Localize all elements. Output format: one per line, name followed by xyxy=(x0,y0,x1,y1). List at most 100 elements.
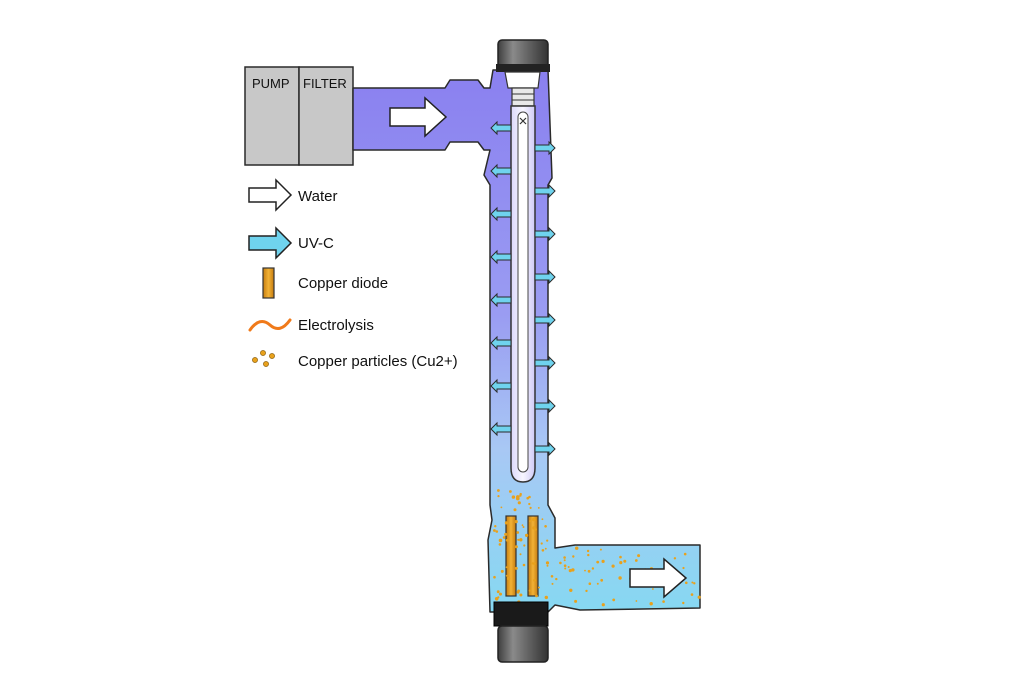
copper-particle xyxy=(500,506,503,509)
copper-particle xyxy=(584,569,586,572)
copper-particle xyxy=(587,569,591,573)
bottom-end-cap xyxy=(493,601,549,663)
copper-particle xyxy=(499,592,502,596)
copper-particle xyxy=(526,496,529,500)
copper-particle xyxy=(569,588,573,592)
copper-particle xyxy=(611,564,615,568)
uvc-arrow-icon xyxy=(534,269,556,285)
copper-particles xyxy=(493,489,701,607)
copper-particle xyxy=(516,495,520,499)
copper-particle xyxy=(533,562,536,565)
uvc-arrow-icon xyxy=(490,421,512,437)
copper-particle xyxy=(496,590,500,594)
copper-particle xyxy=(497,495,500,498)
copper-particle xyxy=(637,554,641,558)
copper-particle xyxy=(682,601,685,605)
copper-particle xyxy=(567,566,570,568)
copper-particle xyxy=(498,543,502,546)
copper-particle xyxy=(500,569,504,573)
pump-box xyxy=(244,66,300,166)
uvc-arrow-icon xyxy=(534,140,556,156)
legend: Water UV-C Copper diode Electrolysis Cop… xyxy=(248,178,458,370)
copper-particle xyxy=(587,553,590,557)
copper-particle xyxy=(494,525,497,528)
uvc-arrow-icon xyxy=(534,226,556,242)
copper-particle xyxy=(683,552,687,556)
copper-particle xyxy=(564,567,567,570)
water-inlet-arrow xyxy=(389,96,448,138)
copper-particle xyxy=(544,595,548,600)
copper-diode-left xyxy=(505,515,517,597)
copper-particle xyxy=(541,549,545,552)
copper-particle xyxy=(529,506,532,509)
copper-particle xyxy=(498,538,503,543)
uvc-arrow-icon xyxy=(490,206,512,222)
filter-label: FILTER xyxy=(303,76,347,91)
copper-particle xyxy=(514,566,518,570)
copper-particle xyxy=(635,600,638,602)
copper-particle xyxy=(522,526,525,528)
copper-particle xyxy=(563,564,567,567)
copper-particle xyxy=(544,525,547,528)
copper-particles-icon xyxy=(252,350,275,367)
copper-particle xyxy=(532,526,536,530)
copper-particle xyxy=(531,562,534,565)
copper-particle xyxy=(550,575,554,578)
copper-particle xyxy=(673,557,677,560)
copper-particle xyxy=(535,594,538,598)
legend-copper-diode-label: Copper diode xyxy=(298,275,388,292)
copper-particle xyxy=(574,599,578,603)
copper-particle xyxy=(662,600,665,603)
copper-particle xyxy=(588,582,592,585)
uvc-arrow-icon xyxy=(248,226,293,260)
uvc-arrows xyxy=(490,120,556,457)
copper-particle xyxy=(504,532,508,536)
water-outlet-arrow xyxy=(629,557,688,599)
copper-particle xyxy=(511,495,516,499)
copper-particle xyxy=(519,494,522,497)
uvc-arrow-icon xyxy=(490,378,512,394)
copper-particle xyxy=(497,596,500,599)
copper-particle xyxy=(572,555,575,558)
copper-particle xyxy=(541,518,544,521)
copper-diode-icon xyxy=(262,267,275,299)
copper-particle xyxy=(502,536,506,539)
uvc-arrow-icon xyxy=(534,355,556,371)
copper-diode-right xyxy=(527,515,539,597)
copper-particle xyxy=(546,539,549,542)
copper-particle xyxy=(586,549,590,553)
copper-particle xyxy=(519,538,523,542)
copper-particle xyxy=(649,602,653,606)
copper-particle xyxy=(693,582,696,585)
copper-particle xyxy=(493,529,496,532)
copper-particle xyxy=(513,508,517,512)
water-arrow-icon xyxy=(248,178,293,212)
copper-particle xyxy=(528,502,531,506)
copper-particle xyxy=(505,574,508,577)
copper-particle xyxy=(523,544,526,547)
copper-particle xyxy=(528,589,531,592)
pump-label: PUMP xyxy=(252,76,290,91)
copper-particle xyxy=(555,577,558,581)
copper-particle xyxy=(519,593,523,597)
copper-particle xyxy=(682,566,685,570)
copper-particle xyxy=(509,490,512,493)
copper-particle xyxy=(505,538,509,542)
uvc-arrow-icon xyxy=(534,441,556,457)
copper-particle xyxy=(533,578,536,582)
copper-particle xyxy=(537,507,540,509)
copper-particle xyxy=(522,563,526,567)
copper-particle xyxy=(634,559,638,562)
copper-particle xyxy=(546,564,549,567)
copper-particle xyxy=(575,546,579,550)
copper-particle xyxy=(601,603,605,607)
copper-particle xyxy=(618,576,622,580)
copper-particle xyxy=(493,575,496,579)
copper-particle xyxy=(514,520,518,524)
top-end-cap xyxy=(496,39,550,107)
copper-particle xyxy=(516,590,520,594)
copper-particle xyxy=(517,501,521,505)
uv-lamp xyxy=(510,105,536,483)
electrolysis-wave-icon xyxy=(248,318,292,332)
